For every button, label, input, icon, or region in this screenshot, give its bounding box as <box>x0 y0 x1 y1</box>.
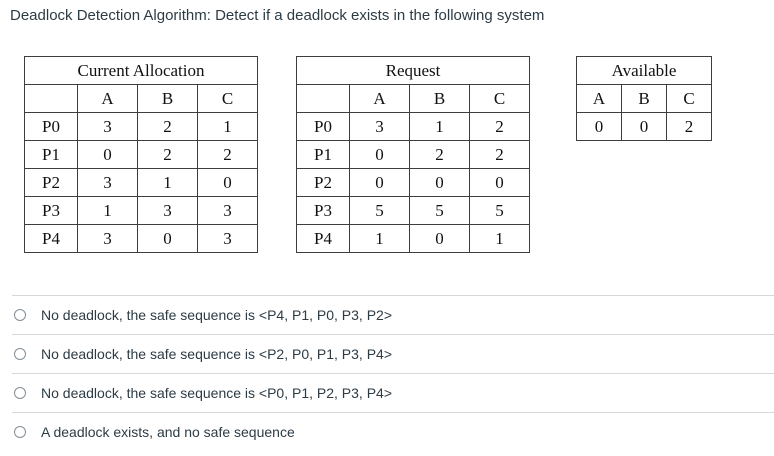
cell: 2 <box>197 140 258 169</box>
radio-button-icon[interactable] <box>14 426 26 438</box>
corner-cell <box>24 84 78 113</box>
table-row: P4 3 0 3 <box>24 224 258 253</box>
cell: 3 <box>197 224 258 253</box>
row-label: P0 <box>296 112 350 141</box>
row-label: P1 <box>24 140 78 169</box>
cell: 1 <box>197 112 258 141</box>
row-label: P1 <box>296 140 350 169</box>
table-row: P3 5 5 5 <box>296 196 530 225</box>
request-table: Request A B C P0 3 1 2 P1 0 2 2 P2 0 0 0… <box>296 56 530 253</box>
table-row: P4 1 0 1 <box>296 224 530 253</box>
cell: 2 <box>666 112 712 141</box>
row-label: P0 <box>24 112 78 141</box>
row-label: P4 <box>296 224 350 253</box>
cell: 3 <box>77 168 138 197</box>
column-header: A <box>576 84 622 113</box>
radio-button-icon[interactable] <box>14 309 26 321</box>
cell: 5 <box>469 196 530 225</box>
cell: 1 <box>349 224 410 253</box>
answer-option-label[interactable]: No deadlock, the safe sequence is <P2, P… <box>41 346 393 362</box>
cell: 1 <box>77 196 138 225</box>
cell: 0 <box>137 224 198 253</box>
answer-option-3[interactable]: No deadlock, the safe sequence is <P0, P… <box>12 373 774 412</box>
cell: 2 <box>469 112 530 141</box>
column-header: C <box>197 84 258 113</box>
corner-cell <box>296 84 350 113</box>
cell: 0 <box>349 140 410 169</box>
cell: 2 <box>409 140 470 169</box>
column-header: B <box>137 84 198 113</box>
cell: 5 <box>409 196 470 225</box>
column-header: A <box>77 84 138 113</box>
cell: 0 <box>409 168 470 197</box>
column-header: B <box>409 84 470 113</box>
row-label: P4 <box>24 224 78 253</box>
column-header: C <box>666 84 712 113</box>
cell: 3 <box>77 112 138 141</box>
page-title: Deadlock Detection Algorithm: Detect if … <box>10 7 545 24</box>
cell: 0 <box>77 140 138 169</box>
answer-option-2[interactable]: No deadlock, the safe sequence is <P2, P… <box>12 334 774 373</box>
column-header: C <box>469 84 530 113</box>
radio-button-icon[interactable] <box>14 348 26 360</box>
cell: 0 <box>409 224 470 253</box>
table-row: P1 0 2 2 <box>296 140 530 169</box>
answer-option-1[interactable]: No deadlock, the safe sequence is <P4, P… <box>12 295 774 334</box>
table-row: P1 0 2 2 <box>24 140 258 169</box>
cell: 1 <box>469 224 530 253</box>
table-row: P0 3 1 2 <box>296 112 530 141</box>
cell: 3 <box>77 224 138 253</box>
cell: 0 <box>576 112 622 141</box>
cell: 1 <box>409 112 470 141</box>
cell: 0 <box>469 168 530 197</box>
cell: 3 <box>349 112 410 141</box>
cell: 0 <box>197 168 258 197</box>
answer-option-4[interactable]: A deadlock exists, and no safe sequence <box>12 412 774 451</box>
cell: 2 <box>137 140 198 169</box>
answer-option-label[interactable]: A deadlock exists, and no safe sequence <box>41 424 295 440</box>
current-allocation-table: Current Allocation A B C P0 3 2 1 P1 0 2… <box>24 56 258 253</box>
answer-options: No deadlock, the safe sequence is <P4, P… <box>0 295 774 451</box>
table-row: P2 0 0 0 <box>296 168 530 197</box>
cell: 0 <box>349 168 410 197</box>
answer-option-label[interactable]: No deadlock, the safe sequence is <P0, P… <box>41 385 393 401</box>
cell: 3 <box>137 196 198 225</box>
table-title: Available <box>576 56 712 85</box>
row-label: P2 <box>296 168 350 197</box>
table-row: P3 1 3 3 <box>24 196 258 225</box>
cell: 3 <box>197 196 258 225</box>
cell: 0 <box>621 112 667 141</box>
cell: 5 <box>349 196 410 225</box>
radio-button-icon[interactable] <box>14 387 26 399</box>
column-header: A <box>349 84 410 113</box>
table-title: Current Allocation <box>24 56 258 85</box>
table-row: P2 3 1 0 <box>24 168 258 197</box>
available-table: Available A B C 0 0 2 <box>576 56 712 141</box>
cell: 2 <box>469 140 530 169</box>
row-label: P3 <box>296 196 350 225</box>
table-row: P0 3 2 1 <box>24 112 258 141</box>
cell: 2 <box>137 112 198 141</box>
table-title: Request <box>296 56 530 85</box>
answer-option-label[interactable]: No deadlock, the safe sequence is <P4, P… <box>41 307 393 323</box>
cell: 1 <box>137 168 198 197</box>
column-header: B <box>621 84 667 113</box>
row-label: P3 <box>24 196 78 225</box>
table-row: 0 0 2 <box>576 112 712 141</box>
row-label: P2 <box>24 168 78 197</box>
